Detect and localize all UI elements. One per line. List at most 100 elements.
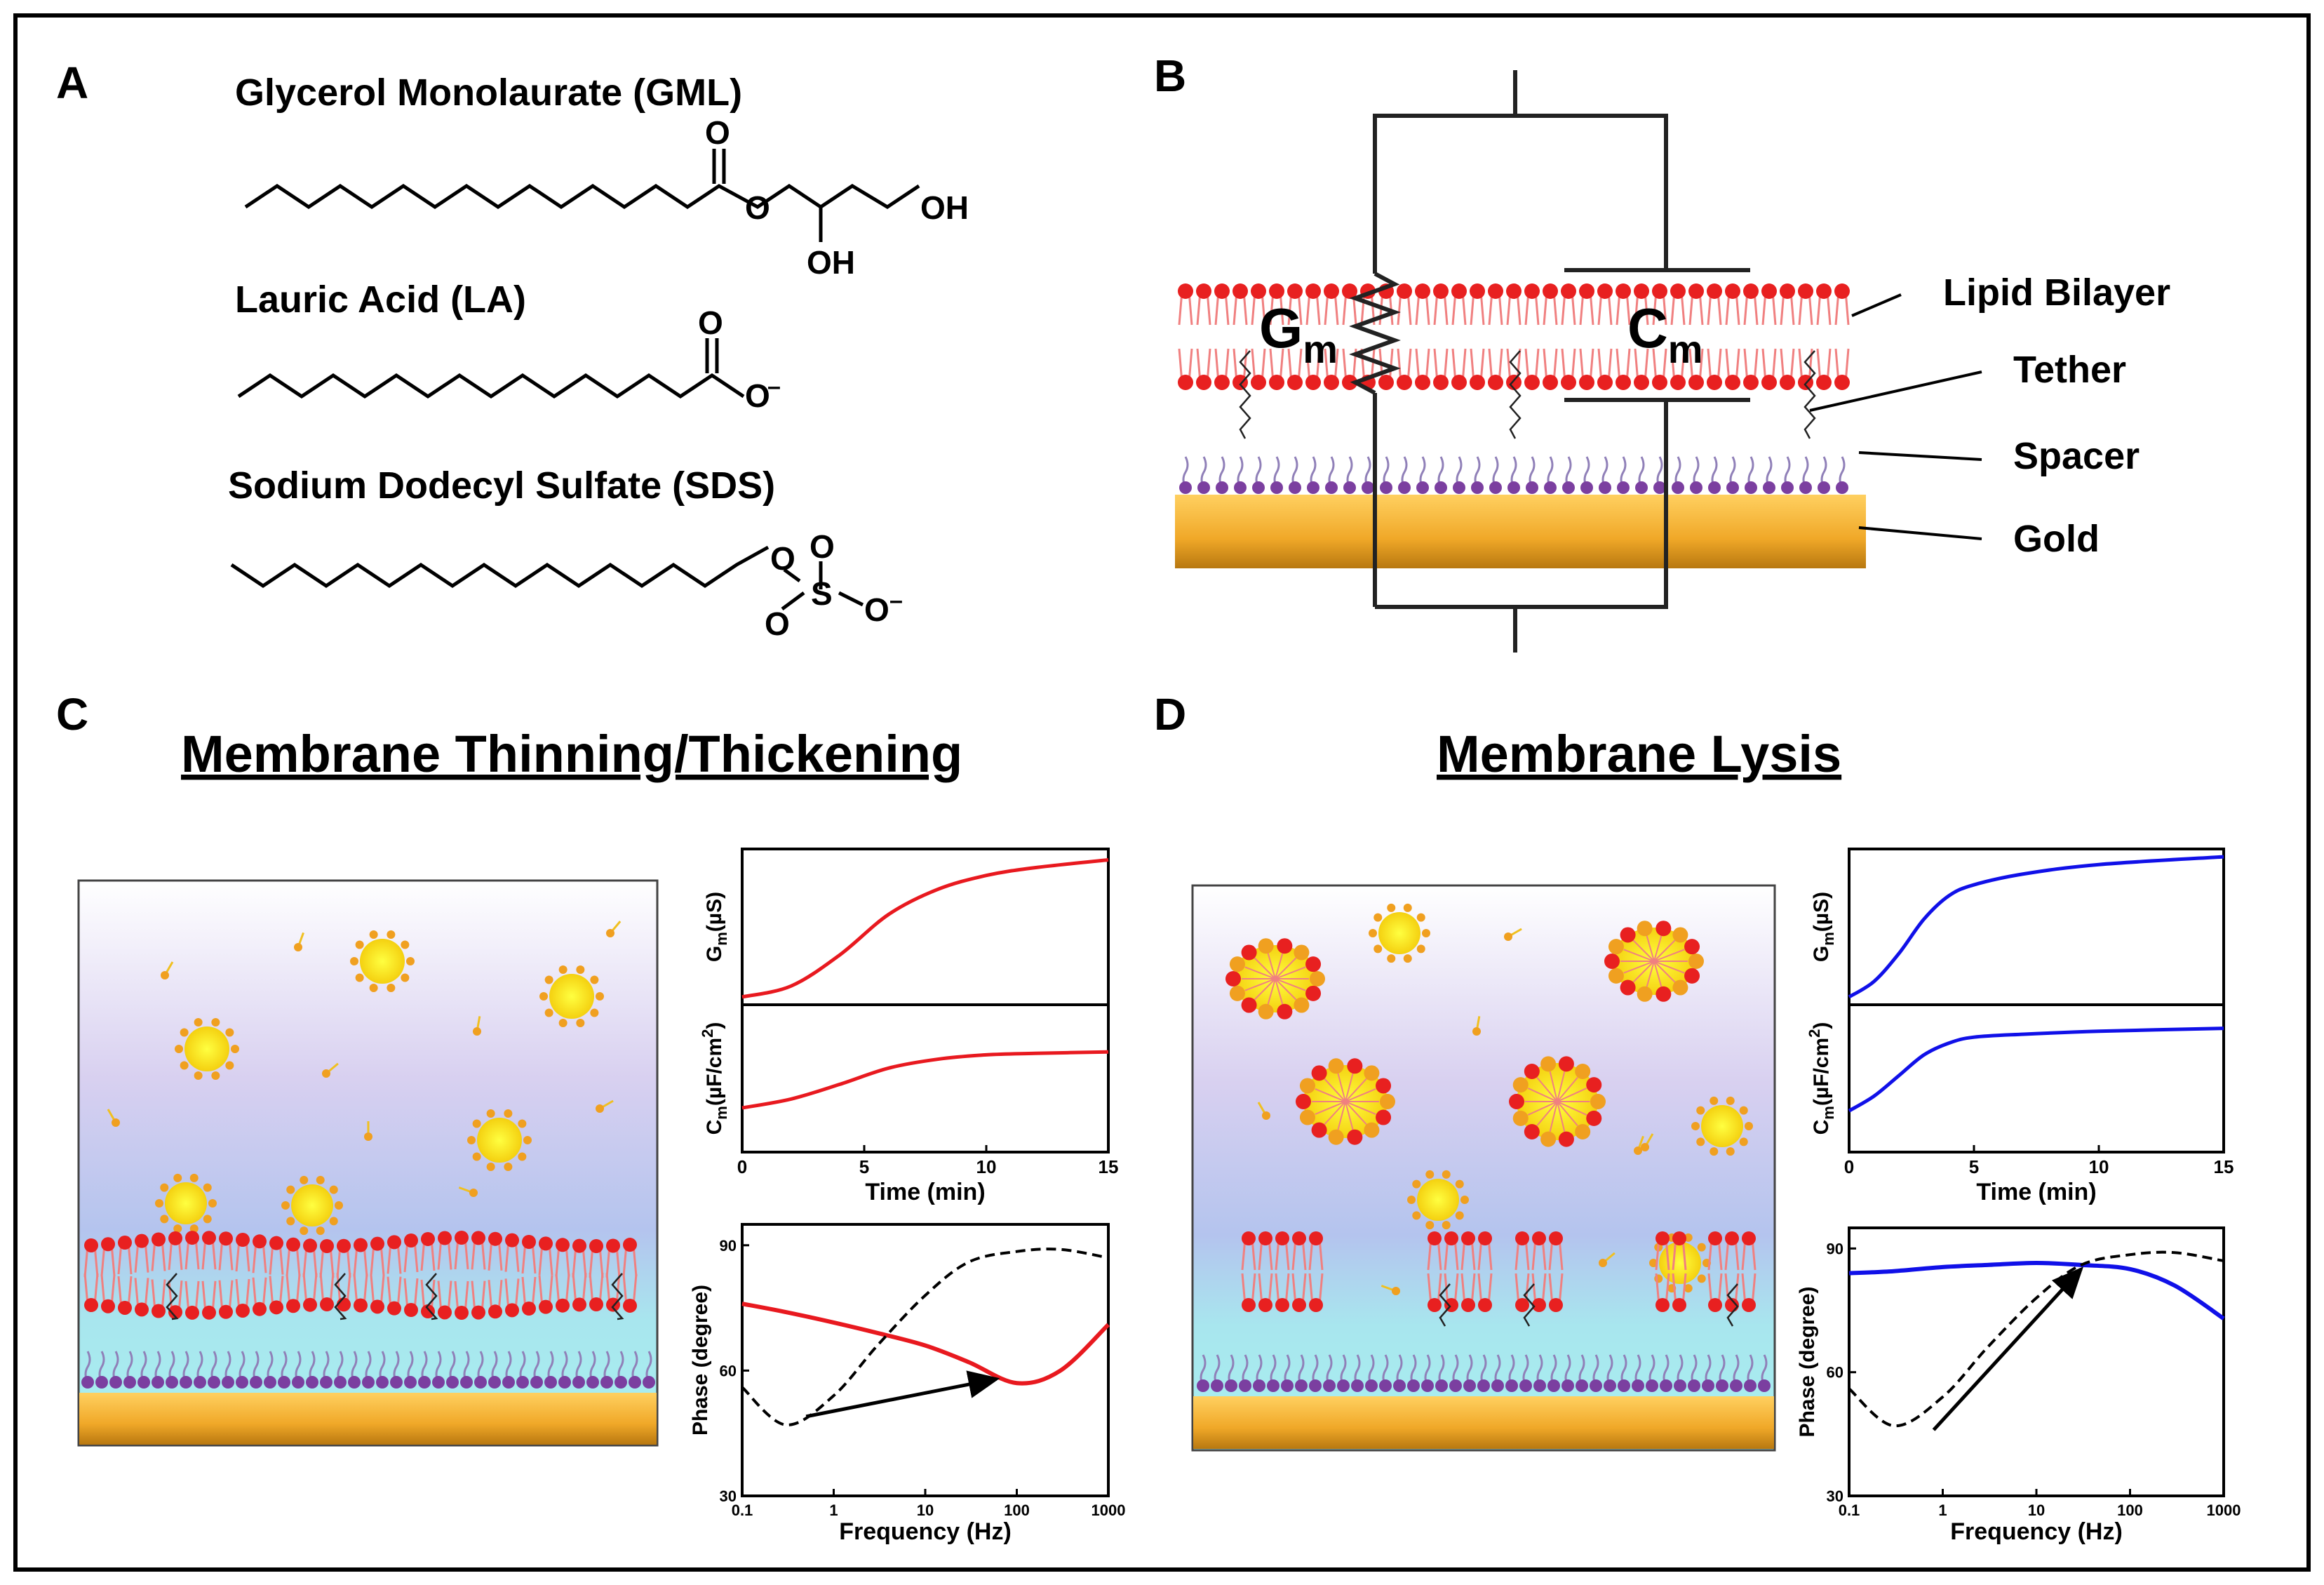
spacer-head [1343,481,1356,494]
spacer-head [1526,481,1538,494]
spacer-head [1211,1379,1223,1392]
sds-group-o3: O [765,606,790,642]
time-tick-label: 10 [2089,1156,2109,1177]
time-axis-label: Time (min) [865,1179,985,1205]
lipid-head [539,1299,553,1314]
spacer-head [1580,481,1593,494]
freq-tick-label: 0.1 [1839,1502,1860,1519]
lipid-head [337,1238,351,1253]
lipid-head [320,1238,334,1253]
micelle [1701,1105,1743,1147]
spacer-head [432,1376,445,1389]
lipid-head [1433,375,1449,390]
cm-chart-axes [741,1003,1110,1153]
panel-a-letter: A [56,58,88,108]
lipid-head [1506,283,1522,299]
micelle [477,1118,522,1163]
spacer-head [1507,481,1520,494]
gm-chart-series-line [1848,855,2224,999]
label-lipid-bilayer: Lipid Bilayer [1943,272,2170,314]
lipid-head [1761,283,1777,299]
shift-arrow [805,1370,1000,1419]
time-tick-label: 5 [1969,1156,1979,1177]
lipid-head [168,1305,182,1320]
spacer-head [1618,1379,1630,1392]
spacer-head [1379,1379,1392,1392]
tether [425,1273,438,1320]
lipid-head [1549,1231,1563,1245]
spacer-head [1730,1379,1742,1392]
spacer-head [1716,1379,1728,1392]
shift-arrow [1932,1266,2084,1431]
micelle [549,974,594,1019]
spacer-head [95,1376,108,1389]
spacer-head [460,1376,473,1389]
panel-a: A Glycerol Monolaurate (GML) O O OH OH L… [56,58,969,642]
spacer-head [530,1376,543,1389]
freq-tick-label: 10 [917,1502,934,1519]
spacer-head [1708,481,1721,494]
time-tick-label: 15 [1099,1156,1119,1177]
spacer-head [1836,481,1848,494]
lipid-head [1834,375,1850,390]
lipid-head [1655,1231,1670,1245]
spacer-head [180,1376,192,1389]
lipid-head [1324,283,1339,299]
spacer-head [264,1376,276,1389]
lipid-head [1305,283,1321,299]
freq-tick-label: 100 [2117,1502,2143,1519]
spacer-head [152,1376,164,1389]
phase-tick-label: 90 [1827,1240,1843,1257]
spacer-head [516,1376,529,1389]
spacer-head [1463,1379,1476,1392]
phase-axis-label: Phase (degree) [1796,1286,1819,1437]
lipid-head [1688,375,1704,390]
phase-chart-series-line [1848,1260,2225,1320]
cm-label: Cm [1627,297,1703,371]
lipid-head [589,1297,603,1312]
spacer-head [1781,481,1794,494]
spacer-head [250,1376,262,1389]
lipid-head [1488,283,1503,299]
spacer-head [1179,481,1192,494]
lipid-head [1652,375,1667,390]
lipid-head [168,1231,182,1245]
sds-name: Sodium Dodecyl Sulfate (SDS) [228,464,775,507]
spacer-head [1323,1379,1336,1392]
lipid-head [556,1298,570,1313]
lipid-head [1275,1231,1289,1245]
spacer-head [376,1376,389,1389]
lipid-head [253,1234,267,1249]
lipid-head [1780,375,1795,390]
panel-d: D Membrane Lysis [1154,689,1841,1452]
lipid-head [1834,283,1850,299]
spacer-head [236,1376,248,1389]
lipid-head [1616,375,1631,390]
lipid-head [152,1232,166,1247]
lipid-head [1428,1231,1442,1245]
spacer-head [278,1376,290,1389]
monomer [364,1132,372,1141]
lipid-head [1292,1231,1306,1245]
spacer-head [1393,1379,1406,1392]
lipid-head [1597,283,1613,299]
spacer-head [1646,1379,1658,1392]
gold-substrate-c [79,1393,657,1445]
tether [1239,350,1251,439]
micelle [1659,1242,1701,1284]
lipid-head [421,1304,435,1319]
lipid-head [1708,1231,1722,1245]
lipid-head [118,1236,132,1250]
lipid-head [1543,283,1558,299]
cm-chart-axes [1848,1003,2225,1153]
lipid-head [1524,375,1540,390]
spacer-head [1489,481,1502,494]
lipid-head [152,1304,166,1318]
lipid-head [505,1303,519,1318]
spacer-head [166,1376,178,1389]
cm-chart-series-line [1848,1026,2224,1113]
lipid-head [471,1305,485,1320]
spacer-head [1407,1379,1420,1392]
spacer-head [1270,481,1283,494]
spacer-head [1435,1379,1448,1392]
